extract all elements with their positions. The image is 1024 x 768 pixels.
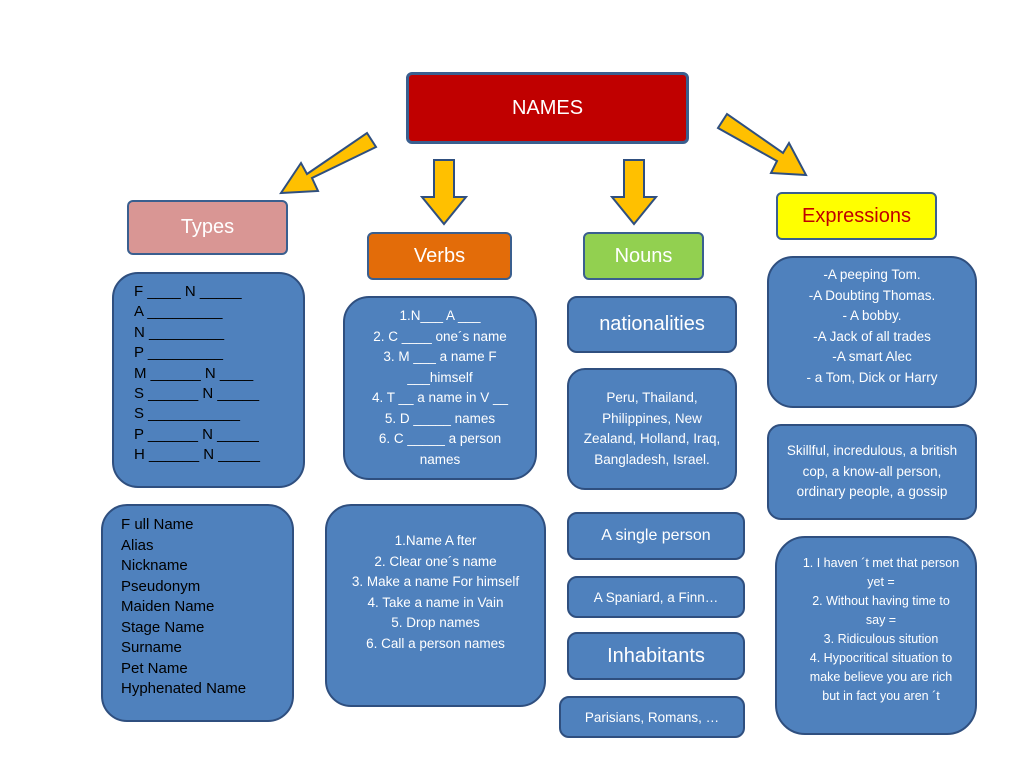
nouns-single-person-box: A single person [567, 512, 745, 560]
verbs-blank-item: 1.N___ A ___ [399, 308, 481, 323]
expression-item: -A peeping Tom. [823, 267, 921, 282]
verbs-blank-item: 4. T __ a name in V __ [371, 390, 509, 405]
verbs-answer-item: 2. Clear one´s name [374, 553, 497, 569]
types-answer-item: Pet Name [121, 659, 188, 677]
expression-item: - a Tom, Dick or Harry [806, 369, 938, 385]
verbs-blank-item: 3. M ___ a name F ___himself [383, 349, 497, 385]
types-answer-item: Surname [121, 639, 182, 656]
types-blank-item: P _________ [134, 344, 223, 362]
nouns-countries-box: Peru, Thailand, Philippines, New Zealand… [567, 368, 737, 490]
expressions-list-box: -A peeping Tom. -A Doubting Thomas. - A … [767, 256, 977, 408]
types-blank-item: P ______ N _____ [134, 425, 259, 443]
types-answer-item: Pseudonym [121, 577, 201, 595]
types-blank-item: N _________ [134, 323, 225, 341]
nouns-countries-text: Peru, Thailand, Philippines, New Zealand… [583, 390, 721, 467]
names-title-box: NAMES [406, 72, 689, 144]
types-blanks-box: F ____ N _____ A _________ N _________ P… [112, 272, 305, 488]
expressions-header-label: Expressions [802, 204, 911, 227]
types-blank-item: S ___________ [134, 405, 240, 423]
expressions-situations-list: 1. I haven ´t met that person yet = 2. W… [801, 554, 961, 706]
verbs-blanks-box: 1.N___ A ___ 2. C ____ one´s name 3. M _… [343, 296, 537, 480]
types-blank-item: H ______ N _____ [134, 446, 260, 464]
arrow-to-types [279, 131, 378, 195]
nouns-inhabitants-examples-box: Parisians, Romans, … [559, 696, 745, 738]
expression-item: - A bobby. [842, 308, 902, 323]
types-blank-item: M ______ N ____ [134, 364, 254, 382]
types-blank-item: F ____ N _____ [134, 283, 242, 300]
situation-item: 4. Hypocritical situation to make believ… [809, 651, 953, 703]
verbs-answer-item: 4. Take a name in Vain [367, 594, 504, 610]
types-answer-item: Stage Name [121, 618, 205, 636]
verbs-blanks-list: 1.N___ A ___ 2. C ____ one´s name 3. M _… [359, 306, 521, 470]
expressions-meanings-text: Skillful, incredulous, a british cop, a … [786, 443, 958, 500]
situation-item: 2. Without having time to say = [812, 594, 950, 627]
verbs-answers-list: 1.Name A fter 2. Clear one´s name 3. Mak… [343, 531, 528, 654]
types-answer-item: Hyphenated Name [121, 680, 247, 697]
verbs-blank-item: 5. D _____ names [384, 410, 496, 426]
nouns-inhabitants-examples-text: Parisians, Romans, … [584, 709, 720, 725]
expressions-list: -A peeping Tom. -A Doubting Thomas. - A … [777, 265, 967, 388]
verbs-blank-item: 6. C _____ a person names [378, 431, 502, 467]
situation-item: 3. Ridiculous sitution [823, 632, 939, 646]
verbs-answer-item: 5. Drop names [391, 615, 480, 630]
types-answers-list: F ull Name Alias Nickname Pseudonym Maid… [121, 515, 292, 700]
arrow-to-expressions [716, 112, 808, 177]
verbs-answer-item: 6. Call a person names [366, 635, 505, 651]
expressions-header: Expressions [776, 192, 937, 240]
nouns-nationalities-label: nationalities [599, 313, 705, 335]
verbs-answers-box: 1.Name A fter 2. Clear one´s name 3. Mak… [325, 504, 546, 707]
expressions-situations-box: 1. I haven ´t met that person yet = 2. W… [775, 536, 977, 735]
nouns-single-examples-box: A Spaniard, a Finn… [567, 576, 745, 618]
types-answer-item: F ull Name [121, 516, 194, 533]
expression-item: -A Jack of all trades [813, 328, 931, 344]
expression-item: -A Doubting Thomas. [808, 287, 936, 303]
nouns-single-examples-text: A Spaniard, a Finn… [593, 589, 719, 605]
expression-item: -A smart Alec [832, 349, 912, 364]
arrow-to-nouns [609, 159, 659, 226]
types-header-label: Types [180, 216, 235, 238]
nouns-inhabitants-label: Inhabitants [607, 644, 705, 667]
verbs-header-label: Verbs [413, 244, 466, 267]
verbs-blank-item: 2. C ____ one´s name [373, 328, 507, 344]
situation-item: 1. I haven ´t met that person yet = [802, 556, 960, 589]
nouns-header: Nouns [583, 232, 704, 280]
types-answer-item: Maiden Name [121, 598, 215, 615]
verbs-header: Verbs [367, 232, 512, 280]
types-answer-item: Alias [121, 536, 154, 554]
types-answer-item: Nickname [121, 557, 188, 574]
nouns-nationalities-box: nationalities [567, 296, 737, 353]
nouns-single-person-label: A single person [601, 527, 711, 544]
types-blank-item: S ______ N _____ [134, 385, 260, 403]
arrow-to-verbs [419, 159, 469, 226]
names-title: NAMES [511, 96, 584, 119]
nouns-inhabitants-box: Inhabitants [567, 632, 745, 680]
types-blank-item: A _________ [134, 303, 223, 321]
nouns-header-label: Nouns [614, 244, 673, 267]
verbs-answer-item: 3. Make a name For himself [351, 574, 520, 589]
types-header: Types [127, 200, 288, 255]
types-answers-box: F ull Name Alias Nickname Pseudonym Maid… [101, 504, 294, 722]
verbs-answer-item: 1.Name A fter [394, 533, 477, 548]
types-blanks-list: F ____ N _____ A _________ N _________ P… [134, 282, 303, 466]
expressions-meanings-box: Skillful, incredulous, a british cop, a … [767, 424, 977, 520]
